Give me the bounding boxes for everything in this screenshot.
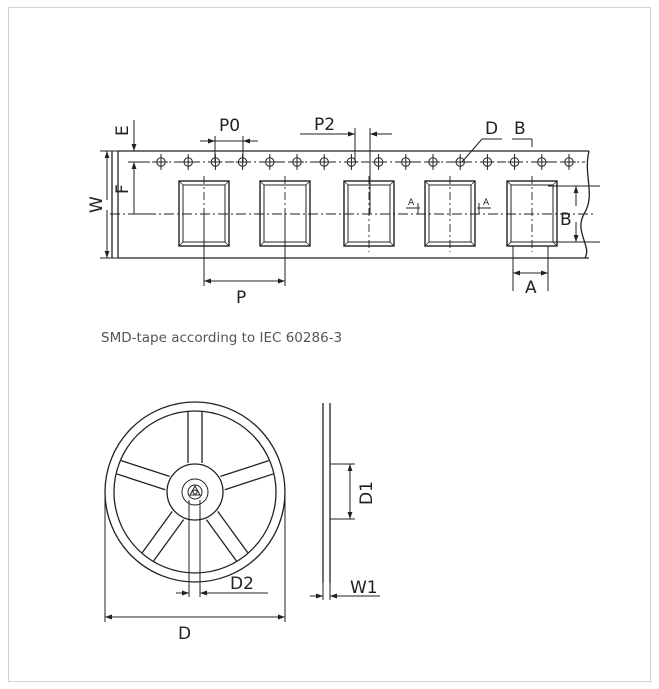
label-p2: P2 [314,115,335,135]
label-b-top: B [514,119,526,139]
tape-center-lines [110,161,595,215]
label-p: P [236,288,246,308]
label-w: W [87,196,107,213]
label-d-reel: D [178,624,191,644]
label-b-right: B [560,210,572,230]
label-d2: D2 [230,574,254,594]
label-e: E [113,125,133,136]
label-d1: D1 [357,481,377,505]
label-section-a-left: A [408,198,415,208]
label-f: F [113,184,133,194]
label-p0: P0 [219,116,240,136]
tape-dimensions [100,120,600,291]
reel-side-view [322,403,331,583]
reel-dimensions [104,463,380,622]
tape-caption: SMD-tape according to IEC 60286-3 [101,330,343,346]
reel-front-view [104,401,286,583]
reel-labels: D1 D2 W1 D [178,481,378,644]
label-d-hole: D [485,119,498,139]
label-a: A [525,278,537,298]
component-pocket [424,176,476,252]
label-section-a-right: A [483,198,490,208]
tape-labels: E P0 P2 D B W F B A A P A [87,115,572,308]
label-w1: W1 [350,578,378,598]
reel-spokes [116,412,274,562]
